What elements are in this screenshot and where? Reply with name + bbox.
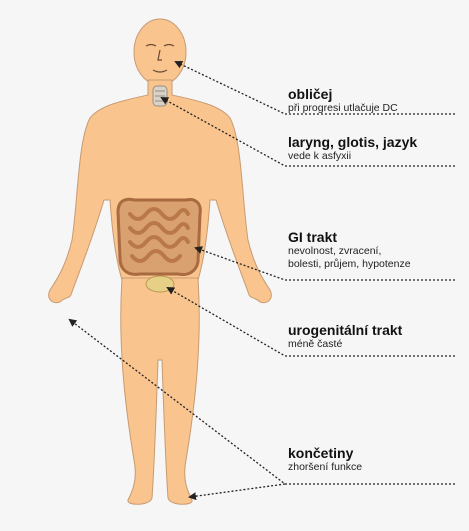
callout-laryng-title: laryng, glotis, jazyk (288, 134, 463, 150)
callout-limbs-desc: zhoršení funkce (288, 461, 463, 474)
callout-uro-desc: méně časté (288, 338, 463, 351)
callout-limbs: končetiny zhoršení funkce (288, 445, 463, 474)
callout-face-title: obličej (288, 86, 463, 102)
callout-gi-title: GI trakt (288, 229, 463, 245)
callout-laryng: laryng, glotis, jazyk vede k asfyxii (288, 134, 463, 163)
leader-limbs-foot (190, 484, 285, 497)
callout-laryng-desc: vede k asfyxii (288, 150, 463, 163)
callout-face: obličej při progresi utlačuje DC (288, 86, 463, 115)
callout-uro: urogenitální trakt méně časté (288, 322, 463, 351)
callout-uro-title: urogenitální trakt (288, 322, 463, 338)
callout-gi-desc-line-2: bolesti, průjem, hypotenze (288, 258, 463, 271)
legs (121, 278, 200, 504)
callout-gi: GI trakt nevolnost, zvracení, bolesti, p… (288, 229, 463, 271)
callout-limbs-title: končetiny (288, 445, 463, 461)
larynx (153, 86, 167, 106)
callout-face-desc: při progresi utlačuje DC (288, 102, 463, 115)
callout-gi-desc-line-1: nevolnost, zvracení, (288, 245, 463, 258)
bladder (146, 276, 174, 292)
